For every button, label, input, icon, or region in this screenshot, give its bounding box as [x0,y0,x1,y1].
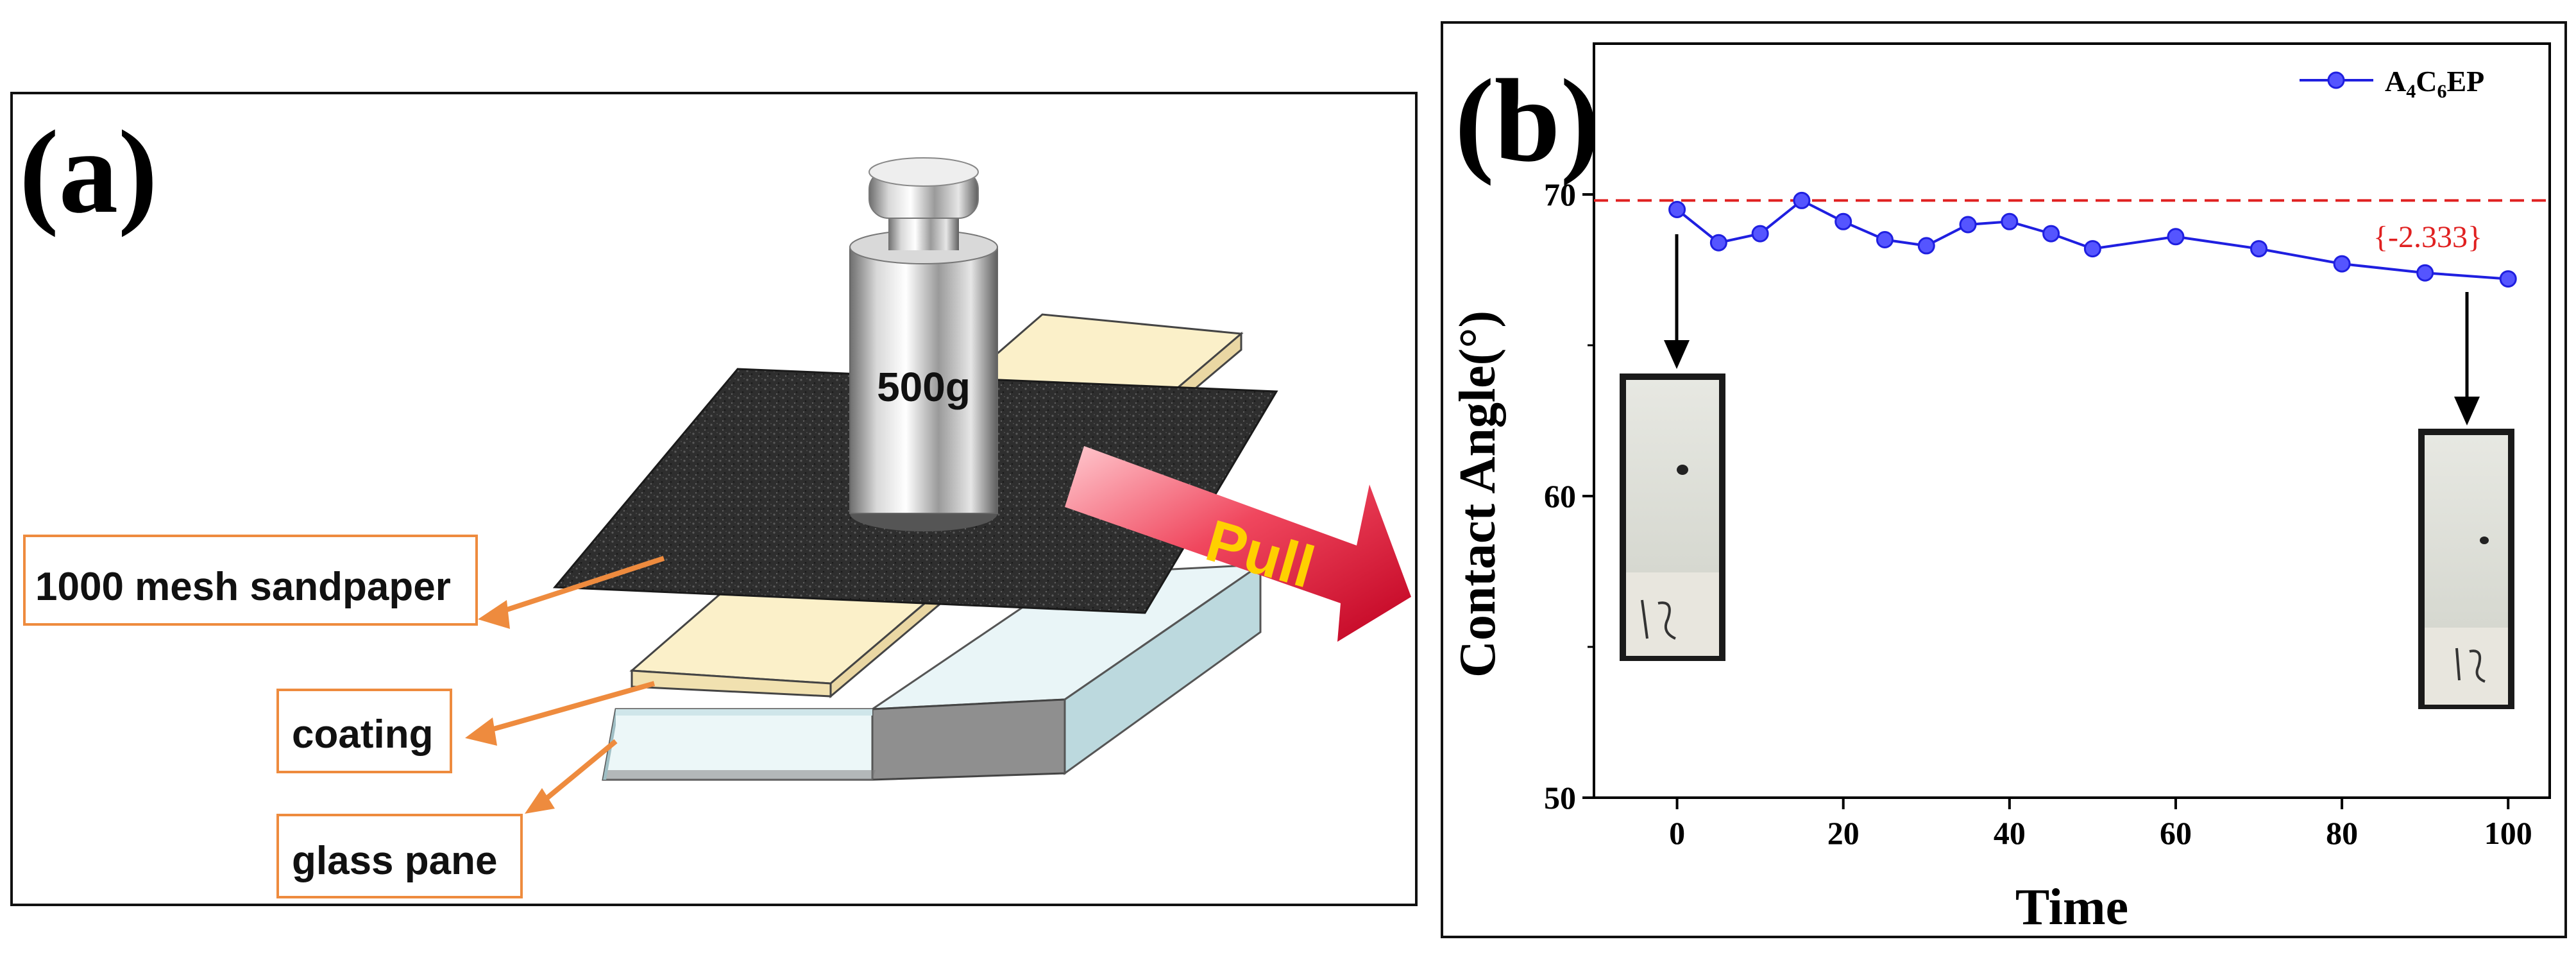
data-point-40 [2001,212,2019,230]
x-tick-label-20: 20 [1827,815,1860,851]
plot-frame [1593,42,2551,799]
panel-b-frame [1441,21,2567,938]
y-tick-label-50: 50 [1544,780,1576,816]
data-point-25 [1876,231,1894,248]
data-point-15 [1793,191,1811,209]
axis-ticks: 0 20 40 60 80 100 50 60 70 [1544,176,2532,851]
panel-b: (b) Contact Angle(°) Time 0 20 40 60 80 100 50… [1441,21,2567,938]
legend-label: A4C6EP [2385,65,2484,102]
x-tick-label-100: 100 [2484,815,2532,851]
sample-photo-final [2418,429,2514,709]
sample-photo-initial [1620,373,1725,661]
data-point-10 [1751,225,1769,243]
callout-coating: coating [276,681,656,773]
data-point-45 [2042,225,2060,243]
y-axis-title: Contact Angle(°) [1450,311,1506,678]
legend-marker [2327,71,2345,89]
data-point-30 [1917,237,1935,255]
data-point-90 [2416,264,2434,282]
data-point-70 [2250,240,2268,258]
x-tick-label-80: 80 [2326,815,2358,851]
x-axis-title: Time [2015,879,2128,936]
annotation-text: {-2.333} [2373,220,2482,254]
callout-glass-text: glass pane [292,839,497,883]
x-tick-label-0: 0 [1669,815,1685,851]
y-tick-label-70: 70 [1544,176,1576,212]
weight-label: 500g [877,364,970,410]
legend: A4C6EP [2300,65,2484,102]
data-point-80 [2333,255,2351,273]
series-line-0 [1676,199,2509,280]
callout-sandpaper: 1000 mesh sandpaper [23,535,665,629]
panel-a-label: (a) [19,107,158,238]
series-a4c6ep [1668,191,2517,288]
weight-illustration: 500g [849,157,998,531]
panel-b-label: (b) [1455,55,1600,187]
indicator-arrow-final [2454,292,2480,425]
data-point-35 [1959,216,1977,234]
y-tick-label-60: 60 [1544,478,1576,514]
data-point-60 [2167,228,2185,246]
data-point-100 [2499,270,2517,288]
data-point-5 [1709,234,1727,252]
callout-glass: glass pane [276,739,618,898]
callout-coating-text: coating [292,712,433,757]
indicator-arrow-initial [1664,234,1690,369]
data-point-20 [1835,212,1852,230]
panel-a: (a) 500g [10,92,1418,906]
x-tick-label-60: 60 [2160,815,2192,851]
x-tick-label-40: 40 [1994,815,2026,851]
callout-sandpaper-text: 1000 mesh sandpaper [35,565,451,609]
glass-pane-illustration [602,563,1264,781]
data-point-0 [1668,201,1686,218]
data-point-50 [2083,240,2101,258]
